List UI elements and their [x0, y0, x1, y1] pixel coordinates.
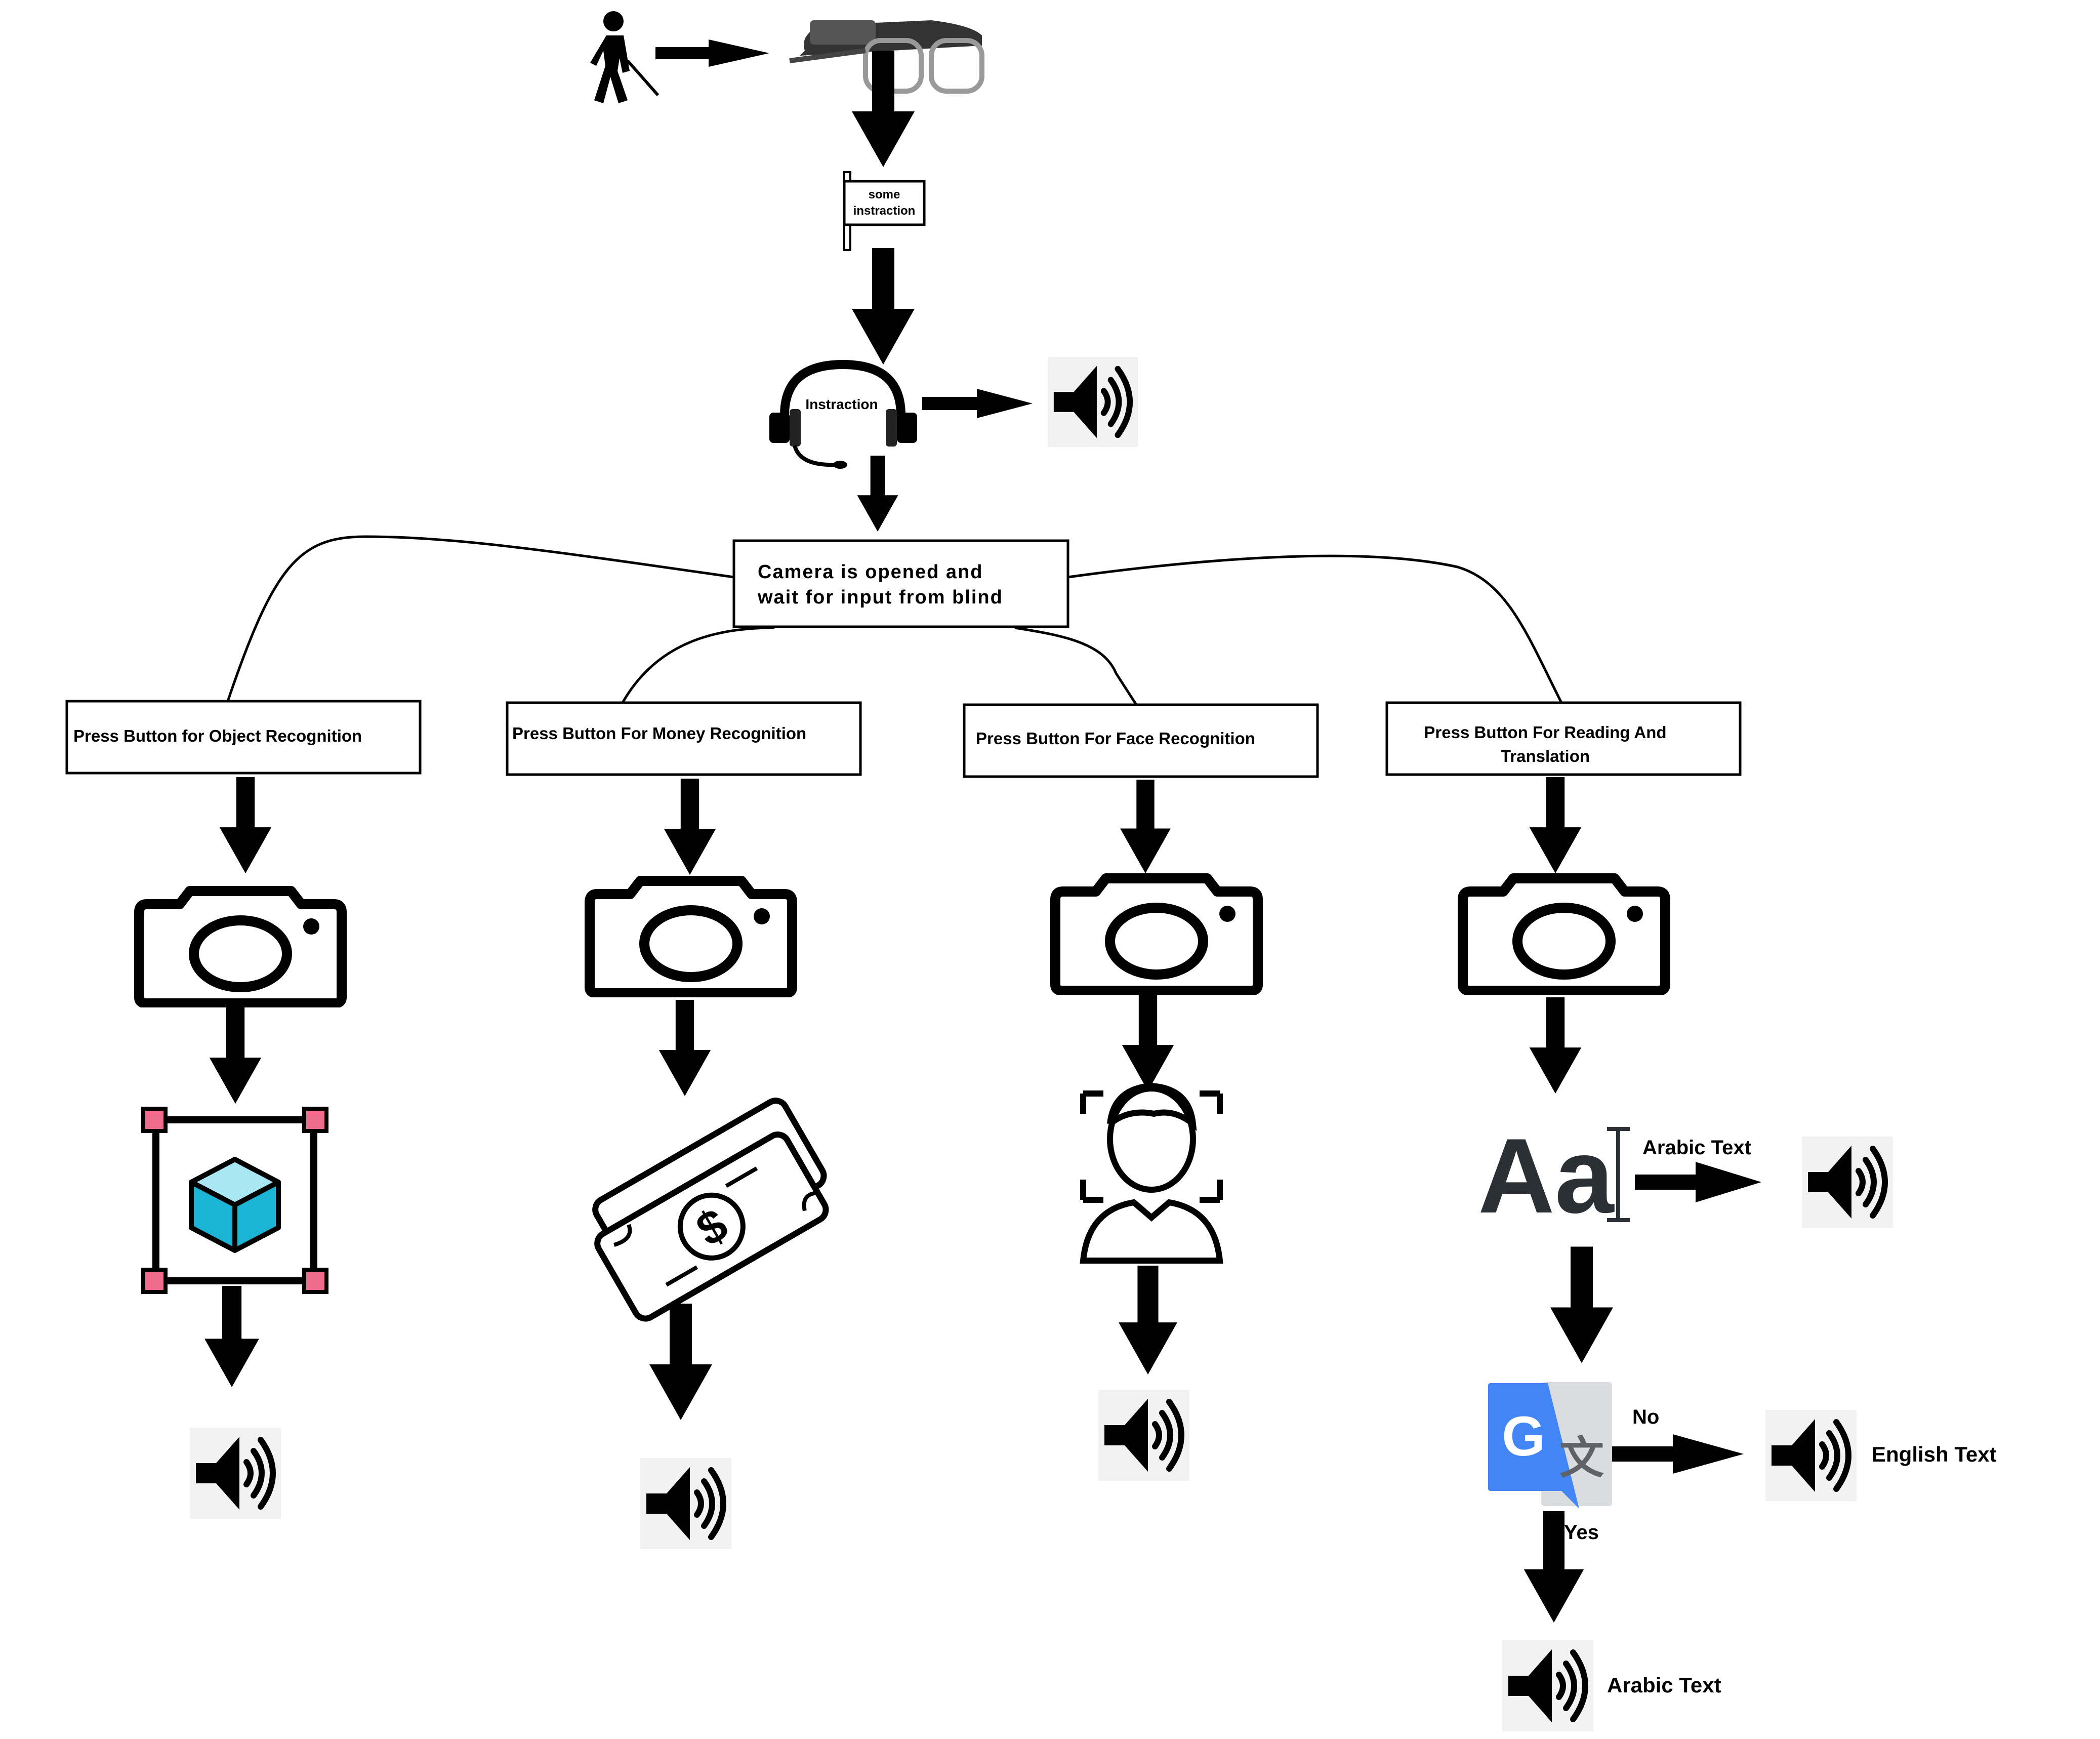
arrow-headphones-to-camera-box — [857, 456, 898, 532]
object-recognition-button: Press Button for Object Recognition — [65, 700, 422, 775]
camera-opened-line2: wait for input from blind — [757, 587, 1003, 608]
camera-opened-box: Camera is opened and wait for input from… — [732, 539, 1069, 628]
speaker-icon-money — [640, 1458, 731, 1549]
aa-glyph: Aa — [1478, 1116, 1615, 1235]
headphones-icon: Instraction — [769, 359, 917, 469]
some-instruction-line1: some — [869, 188, 900, 201]
camera-icon-reading — [1463, 878, 1665, 991]
yes-label: Yes — [1564, 1521, 1599, 1544]
speaker-icon-face — [1098, 1390, 1189, 1481]
arrow-money-button-to-camera — [664, 779, 716, 875]
google-g-glyph: G — [1502, 1405, 1545, 1468]
money-button-label: Press Button For Money Recognition — [512, 724, 806, 743]
arrow-instruction-to-headphones — [852, 248, 915, 365]
camera-opened-line1: Camera is opened and — [758, 561, 983, 583]
arrow-camera-to-text — [1529, 997, 1582, 1094]
arrow-text-to-translate — [1550, 1246, 1613, 1363]
speaker-icon-top — [1048, 357, 1138, 447]
some-instruction-line2: instraction — [853, 204, 916, 218]
arrow-reading-button-to-camera — [1529, 777, 1582, 873]
reading-button-line1: Press Button For Reading And — [1424, 723, 1666, 742]
google-translate-icon: G 文 — [1488, 1382, 1612, 1509]
headphone-label: Instraction — [805, 396, 878, 412]
branch-connectors — [226, 535, 1563, 706]
translate-glyph: 文 — [1559, 1432, 1604, 1484]
face-button-label: Press Button For Face Recognition — [976, 729, 1255, 748]
reading-button-line2: Translation — [1501, 747, 1590, 765]
arrow-headphones-to-speaker — [922, 389, 1033, 418]
object-button-label: Press Button for Object Recognition — [73, 726, 362, 745]
arrow-camera-to-money — [658, 1000, 711, 1096]
arrow-camera-to-object — [209, 1007, 262, 1104]
no-label: No — [1632, 1406, 1659, 1428]
speaker-icon-english — [1765, 1410, 1857, 1501]
english-text-label: English Text — [1872, 1442, 1997, 1466]
speaker-icon-arabic-bottom — [1502, 1640, 1593, 1731]
arrow-translate-to-english — [1612, 1434, 1744, 1474]
arrow-glasses-to-instruction — [852, 51, 915, 167]
arrow-face-to-speaker — [1119, 1266, 1177, 1374]
camera-icon-object — [139, 891, 342, 1003]
arrow-object-button-to-camera — [219, 777, 272, 873]
blind-person-icon — [590, 11, 660, 103]
speaker-icon-arabic-top — [1802, 1137, 1893, 1228]
money-recognition-button: Press Button For Money Recognition — [506, 701, 862, 776]
face-recognition-button: Press Button For Face Recognition — [963, 703, 1319, 778]
arrow-face-button-to-camera — [1120, 780, 1171, 873]
object-detection-icon — [141, 1107, 328, 1294]
arabic-text-top-label: Arabic Text — [1642, 1137, 1751, 1159]
arrow-money-to-speaker — [649, 1304, 712, 1420]
reading-translation-button: Press Button For Reading And Translation — [1385, 701, 1742, 776]
speaker-icon-object — [190, 1428, 281, 1519]
arabic-text-bottom-label: Arabic Text — [1607, 1673, 1721, 1697]
some-instruction-box: some instraction — [843, 171, 926, 251]
arrow-person-to-glasses — [655, 39, 769, 67]
money-icon: $ — [592, 1098, 829, 1322]
face-recognition-icon — [1080, 1082, 1223, 1264]
camera-icon-face — [1055, 878, 1258, 991]
arrow-camera-to-face — [1122, 995, 1174, 1091]
text-recognition-icon: Aa — [1478, 1116, 1630, 1235]
arrow-object-to-speaker — [204, 1286, 259, 1387]
camera-icon-money — [590, 881, 792, 993]
arrow-text-to-speaker — [1635, 1162, 1761, 1202]
